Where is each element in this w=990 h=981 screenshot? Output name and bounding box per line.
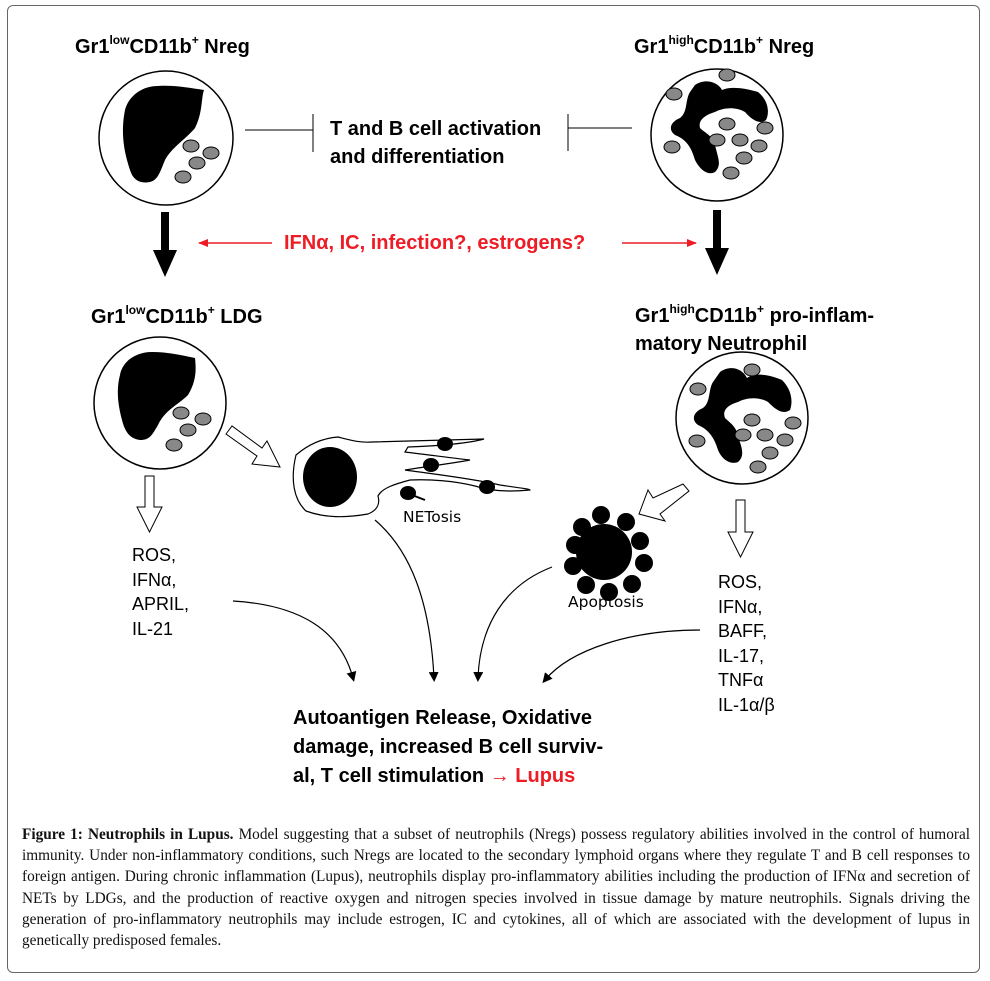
hollow-arrow-ldg-netosis-icon [225, 425, 281, 468]
list-item: IL-21 [132, 618, 174, 639]
nreg-high-cell [650, 68, 784, 202]
down-arrow-left-icon [153, 212, 177, 277]
nucleus-icon [122, 85, 204, 183]
curve-arrow-apoptosis-icon [473, 566, 553, 682]
list-item: IL-17, [718, 645, 765, 666]
ldg-products-list: ROS, IFNα, APRIL, IL-21 [132, 543, 189, 641]
inhibition-right-icon [567, 114, 632, 151]
down-arrow-right-icon [705, 210, 729, 275]
figure-caption: Figure 1: Neutrophils in Lupus. Model su… [22, 824, 970, 951]
nreg-high-title: Gr1highCD11b+ Nreg [634, 33, 815, 58]
list-item: IL-1α/β [718, 694, 775, 715]
caption-text: Model suggesting that a subset of neutro… [22, 826, 970, 950]
list-item: IFNα, [718, 596, 763, 617]
lupus-label: Lupus [515, 765, 576, 787]
signals-label: IFNα, IC, infection?, estrogens? [284, 232, 586, 254]
outcome-label: Autoantigen Release, Oxidative damage, i… [293, 707, 604, 787]
list-item: TNFα [718, 670, 764, 690]
hollow-arrow-neutrophil-down-icon [727, 499, 754, 559]
caption-label: Figure 1: Neutrophils in Lupus. [22, 826, 234, 843]
segmented-nucleus-icon [693, 368, 792, 463]
curve-arrow-ldg-products-icon [232, 600, 357, 682]
pro-inflammatory-cell [675, 351, 809, 485]
figure-frame [7, 5, 980, 973]
apoptosis-label: Apoptosis [568, 593, 644, 611]
hollow-arrow-ldg-down-icon [136, 475, 163, 534]
netosis-label: NETosis [403, 508, 462, 526]
apoptotic-body-icon [564, 506, 653, 601]
pro-inflammatory-title: Gr1highCD11b+ pro-inflam- matory Neutrop… [635, 302, 875, 355]
nucleus-icon [117, 352, 196, 440]
hollow-arrow-neutrophil-apoptosis-icon [638, 483, 690, 522]
netosis-cell-icon [292, 436, 531, 518]
ldg-title: Gr1lowCD11b+ LDG [91, 303, 263, 328]
inhibition-left-icon [245, 114, 314, 152]
list-item: ROS, [718, 572, 763, 592]
ldg-cell [93, 336, 227, 470]
list-item: ROS, [132, 545, 177, 565]
curve-arrow-netosis-icon [374, 519, 439, 682]
curve-arrow-neutrophil-products-icon [542, 629, 701, 684]
arrow-right-icon: → [489, 765, 510, 787]
nreg-low-title: Gr1lowCD11b+ Nreg [75, 33, 250, 58]
nreg-low-cell [98, 70, 234, 206]
segmented-nucleus-icon [670, 81, 768, 174]
list-item: BAFF, [718, 621, 768, 641]
list-item: APRIL, [132, 594, 190, 614]
inhibition-target-label: T and B cell activation and differentiat… [330, 118, 542, 168]
list-item: IFNα, [132, 569, 177, 590]
neutrophil-products-list: ROS, IFNα, BAFF, IL-17, TNFα IL-1α/β [718, 570, 775, 717]
